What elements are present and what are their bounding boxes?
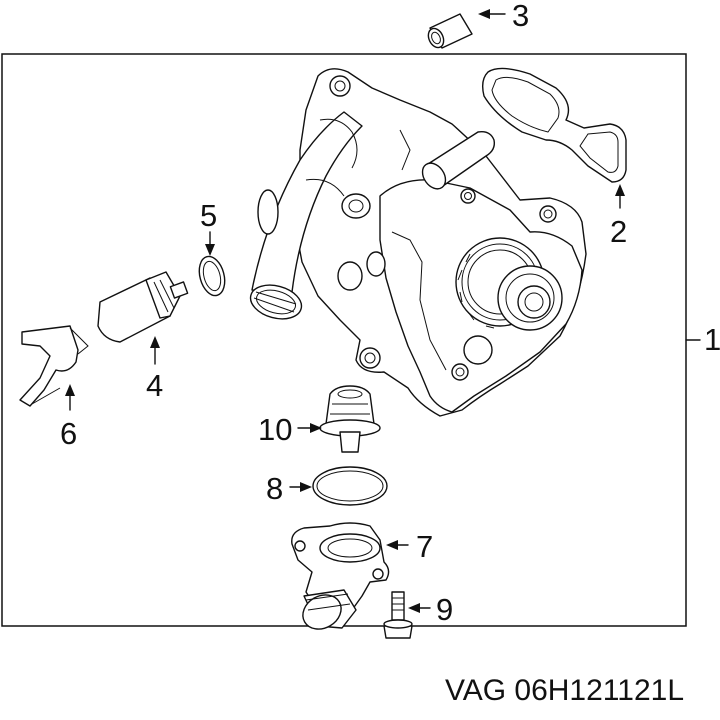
part-10-thermostat [319,385,381,453]
callout-5-label: 5 [200,198,217,233]
part-5-o-ring [198,255,226,297]
part-reference: VAG 06H121121L [445,674,684,707]
part-7-thermostat-housing [291,522,390,630]
callout-5-arrow [205,231,215,256]
part-3-sleeve [427,13,473,49]
callout-8-label: 8 [266,471,283,506]
callout-2-label: 2 [610,214,627,249]
part-6-clip [19,325,89,407]
callout-2-arrow [615,184,625,209]
callout-7-arrow [386,540,409,550]
part-4-sensor [97,271,189,343]
callout-10-arrow [297,423,322,433]
callout-1-label: 1 [704,322,720,357]
callout-10-label: 10 [258,412,292,447]
callout-7-label: 7 [416,529,433,564]
part-2-gasket [481,67,627,183]
callout-6-arrow [65,384,75,411]
part-9-bolt [383,591,413,639]
callout-3-arrow [478,9,506,19]
callout-9-label: 9 [436,592,453,627]
callout-4-label: 4 [146,368,163,403]
callout-4-arrow [150,336,160,365]
callout-6-label: 6 [60,416,77,451]
callout-9-arrow [408,603,431,613]
callout-8-arrow [289,482,312,492]
part-8-seal-ring [312,466,388,506]
part-1-pump-housing [249,68,587,417]
callout-3-label: 3 [512,0,529,33]
